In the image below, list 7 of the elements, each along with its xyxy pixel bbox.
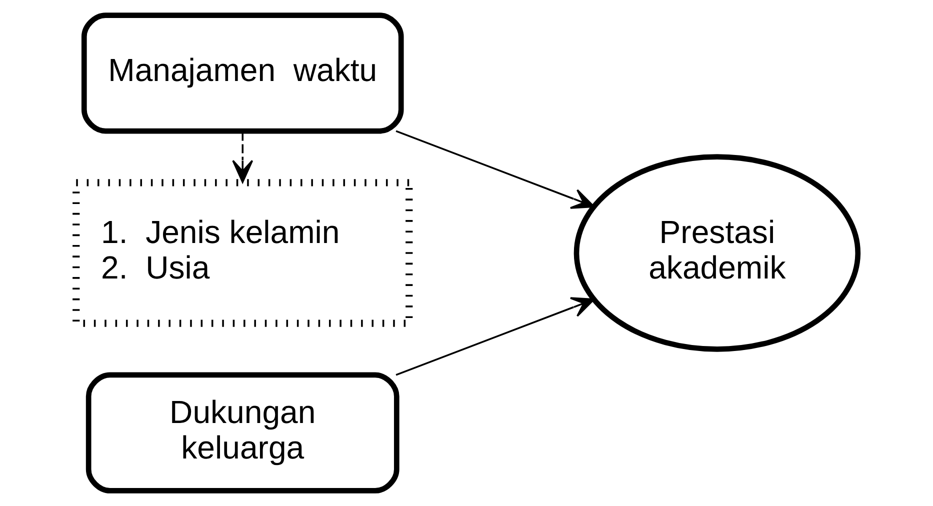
node-box: Manajamen waktu <box>80 12 404 134</box>
node-box: 1. Jenis kelamin 2. Usia <box>72 179 412 327</box>
arrow <box>395 130 594 209</box>
arrow <box>395 297 594 376</box>
arrow <box>232 132 253 183</box>
node-box: Dukungan keluarga <box>85 372 399 494</box>
node-ellipse: Prestasi akademik <box>573 154 860 352</box>
